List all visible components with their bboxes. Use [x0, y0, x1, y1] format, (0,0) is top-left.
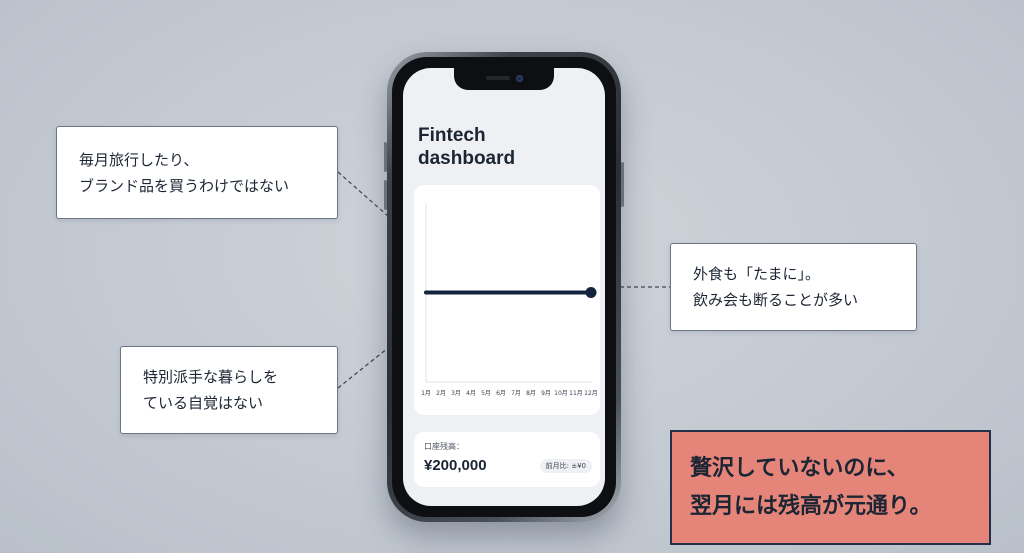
conclusion-line2: 翌月には残高が元通り。 [690, 493, 932, 519]
volume-button [384, 142, 387, 172]
callout-bottom-left-line1: 特別派手な暮らしを [143, 368, 279, 386]
balance-value: ¥200,000 [424, 457, 487, 474]
notch [454, 68, 554, 90]
camera-icon [516, 75, 523, 82]
x-tick-label: 12月 [584, 390, 598, 397]
callout-top-left: 毎月旅行したり、 ブランド品を買うわけではない [56, 126, 338, 219]
x-tick-label: 6月 [496, 390, 506, 397]
x-tick-label: 8月 [526, 390, 536, 397]
power-button [621, 162, 624, 207]
callout-bottom-left-line2: ている自覚はない [143, 394, 264, 412]
x-tick-label: 3月 [451, 390, 461, 397]
balance-label: 口座残高： [424, 442, 464, 451]
month-change-badge: 前月比: ±¥0 [539, 459, 592, 473]
callout-right-line1: 外食も「たまに」。 [693, 265, 821, 283]
x-tick-label: 4月 [466, 390, 476, 397]
callout-bottom-left: 特別派手な暮らしを ている自覚はない [120, 346, 338, 434]
callout-top-left-line1: 毎月旅行したり、 [79, 150, 199, 169]
conclusion-box: 贅沢していないのに、 翌月には残高が元通り。 [670, 430, 991, 545]
series-endpoint [585, 287, 597, 298]
x-tick-label: 2月 [436, 390, 446, 397]
x-tick-label: 1月 [421, 390, 431, 397]
callout-right-line2: 飲み会も断ることが多い [693, 291, 859, 309]
x-tick-label: 9月 [541, 390, 551, 397]
conclusion-line1: 贅沢していないのに、 [690, 455, 909, 481]
x-tick-label: 7月 [511, 390, 521, 397]
speaker [486, 76, 510, 80]
x-tick-label: 10月 [554, 390, 568, 397]
x-tick-label: 5月 [481, 390, 491, 397]
balance-card: 口座残高： ¥200,000 前月比: ±¥0 [414, 432, 600, 487]
callout-top-left-line2: ブランド品を買うわけではない [79, 176, 290, 195]
page-title-line1: Fintech [418, 125, 486, 146]
page-title: Fintech dashboard [418, 124, 598, 170]
x-tick-label: 11月 [569, 390, 583, 397]
volume-button [384, 180, 387, 210]
page-title-line2: dashboard [418, 148, 516, 169]
callout-right: 外食も「たまに」。 飲み会も断ることが多い [670, 243, 917, 331]
